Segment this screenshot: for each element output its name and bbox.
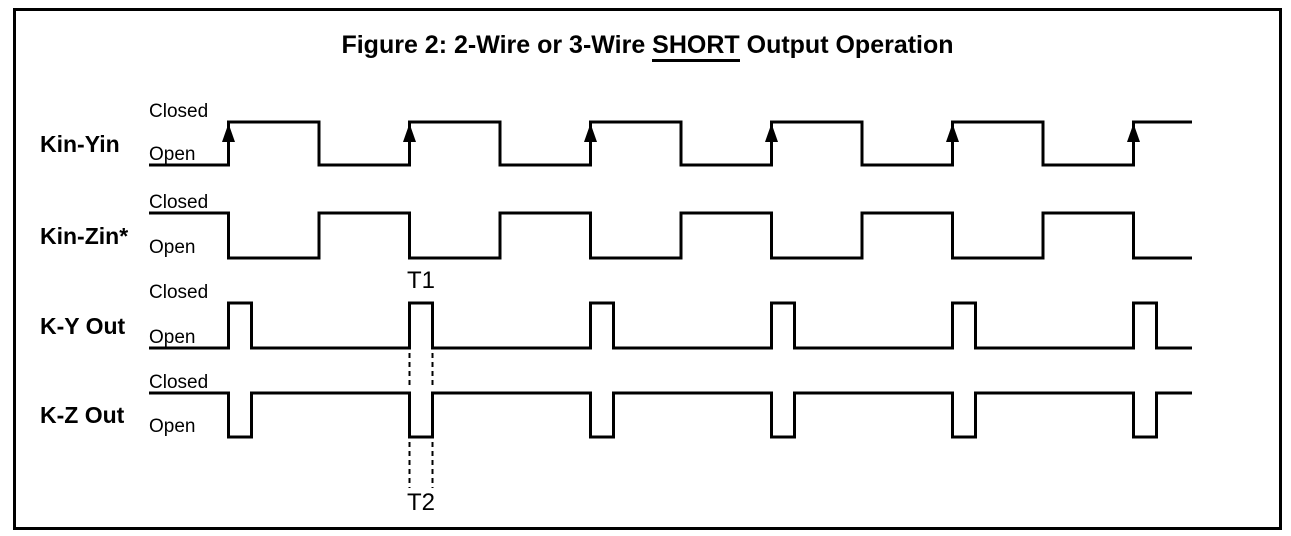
figure-title-prefix: Figure 2: 2-Wire or 3-Wire — [341, 31, 653, 59]
rising-edge-arrow-icon — [222, 123, 235, 142]
signal-label-k-y-out: K-Y Out — [40, 312, 126, 339]
waveform-k-z-out — [149, 391, 1192, 439]
t2-annotation: T2 — [406, 489, 436, 516]
t1-annotation: T1 — [406, 267, 436, 294]
rising-edge-arrow-icon — [584, 123, 597, 142]
level-label-open-kin-zin: Open — [149, 237, 196, 258]
signal-label-kin-zin: Kin-Zin* — [40, 222, 129, 249]
waveform-kin-zin — [149, 211, 1192, 260]
waveform-kin-yin — [149, 120, 1192, 167]
level-label-closed-kin-zin: Closed — [149, 192, 209, 213]
signal-label-kin-yin: Kin-Yin — [40, 130, 120, 157]
rising-edge-arrow-icon — [946, 123, 959, 142]
waveform-k-y-out — [149, 301, 1192, 350]
rising-edge-arrow-icon — [765, 123, 778, 142]
rising-edge-arrow-icon — [403, 123, 416, 142]
rising-edge-arrow-icon — [1127, 123, 1140, 142]
figure-title: Figure 2: 2-Wire or 3-Wire SHORT Output … — [13, 33, 1282, 62]
level-label-open-kin-yin: Open — [149, 144, 196, 165]
signal-label-k-z-out: K-Z Out — [40, 402, 125, 428]
level-label-open-k-y-out: Open — [149, 327, 196, 348]
figure-border — [13, 8, 1282, 530]
level-label-closed-k-y-out: Closed — [149, 282, 209, 303]
level-label-closed-k-z-out: Closed — [149, 372, 209, 393]
level-label-open-k-z-out: Open — [149, 416, 196, 437]
figure-title-underlined-word: SHORT — [652, 33, 740, 62]
figure-title-suffix: Output Operation — [739, 31, 954, 59]
level-label-closed-kin-yin: Closed — [149, 101, 209, 122]
